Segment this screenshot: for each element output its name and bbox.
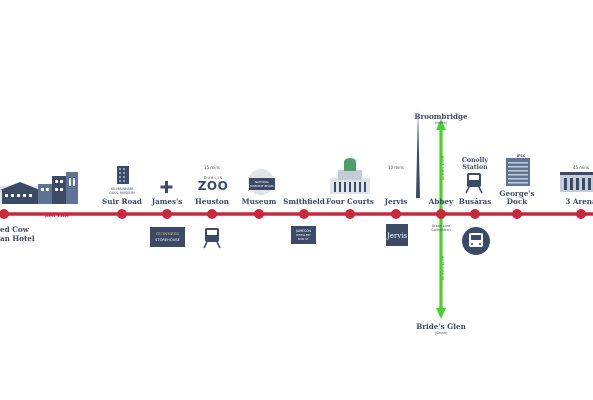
station-dot-georges-dock[interactable] [512, 209, 522, 219]
connolly-label-2: Station [462, 164, 488, 171]
train-icon [465, 173, 483, 194]
zoo-big-label: ZOO [198, 179, 229, 193]
station-label-jervis: Jervis [384, 197, 408, 206]
time-heuston: 15 mins [204, 165, 220, 170]
time-3-arena: 45 mins [573, 165, 589, 170]
green-end-south-dir: (South) [435, 331, 448, 335]
jameson-badge-text-3: BOW ST. [298, 237, 309, 241]
gaol-caption-2: GAOL MUSEUM [109, 191, 135, 195]
time-jervis: 10 mins [388, 165, 404, 170]
station-dot-abbey[interactable] [436, 209, 446, 219]
spire-icon [416, 110, 420, 198]
jervis-badge-text: Jervis [386, 232, 407, 240]
green-arrow-north-icon [436, 119, 446, 130]
green-end-north-dir: (North) [435, 121, 448, 125]
green-line-label-lower: Green Line [440, 256, 445, 281]
guinness-badge-text: GUINNESS [156, 231, 180, 236]
green-end-south: Bride's Glen [416, 322, 466, 331]
museum-badge-icon: NATIONAL MUSEUM OF IRELAND [248, 169, 275, 195]
green-end-north: Broombridge [414, 112, 468, 121]
bus-icon [462, 227, 490, 255]
station-label-georges-dock-1: George's [499, 189, 534, 198]
station-label-museum: Museum [242, 197, 277, 206]
green-arrow-south-icon [436, 308, 446, 319]
station-label-abbey: Abbey [428, 197, 454, 206]
jameson-badge-text: JAMESON [295, 229, 311, 233]
station-label-four-courts: Four Courts [326, 197, 374, 206]
station-label-suir-road: Suir Road [102, 197, 142, 206]
station-dot-busaras[interactable] [470, 209, 480, 219]
guinness-badge-text-2: STOREHOUSE [155, 238, 181, 242]
station-dot-red-cow[interactable] [0, 209, 9, 219]
station-dots [0, 209, 586, 219]
museum-badge-text: NATIONAL [255, 180, 270, 184]
abbey-note-1: Green Line [432, 224, 450, 228]
station-label-georges-dock-2: Dock [507, 197, 528, 206]
jameson-badge-icon: JAMESON DISTILLERY BOW ST. [291, 226, 316, 244]
museum-badge-text-2: MUSEUM OF IRELAND [250, 185, 274, 188]
red-line: Red Line [0, 209, 593, 219]
station-label-red-cow-2: an Hotel [0, 234, 35, 243]
station-dot-heuston[interactable] [207, 209, 217, 219]
station-dot-museum[interactable] [254, 209, 264, 219]
green-line-label-upper: Green Line [440, 156, 445, 181]
station-label-busaras: Busáras [459, 197, 492, 206]
red-line-label: Red Line [45, 213, 70, 219]
red-cow-building-icon [0, 172, 78, 204]
station-label-smithfield: Smithfield [283, 197, 325, 206]
cross-icon [160, 181, 173, 193]
gaol-building-icon [117, 166, 129, 184]
station-label-heuston: Heuston [195, 197, 230, 206]
station-label-jamess: James's [151, 197, 183, 206]
connolly-label-1: Conolly [462, 157, 488, 164]
station-dot-jervis[interactable] [391, 209, 401, 219]
station-dot-four-courts[interactable] [345, 209, 355, 219]
jameson-badge-text-2: DISTILLERY [296, 233, 311, 237]
zoo-small-label: D U B L I N [204, 176, 223, 180]
abbey-note-2: Connection [431, 228, 450, 232]
station-dot-3-arena[interactable] [576, 209, 586, 219]
guinness-badge-icon: GUINNESS STOREHOUSE [150, 227, 185, 247]
ifsc-building-icon [506, 158, 530, 186]
station-label-3-arena: 3 Arena [565, 197, 593, 206]
heuston-train-icon [203, 228, 221, 249]
station-dot-suir-road[interactable] [117, 209, 127, 219]
arena-building-icon [560, 172, 593, 192]
zoo-logo-icon: D U B L I N ZOO [198, 176, 229, 193]
station-label-red-cow-1: ed Cow [0, 225, 30, 234]
station-dot-jamess[interactable] [162, 209, 172, 219]
station-dot-smithfield[interactable] [299, 209, 309, 219]
ifsc-label: IFSC [517, 154, 526, 158]
gaol-caption-1: KILMAINHAM [111, 187, 133, 191]
jervis-badge-icon: Jervis [386, 224, 408, 246]
four-courts-building-icon [330, 158, 370, 194]
